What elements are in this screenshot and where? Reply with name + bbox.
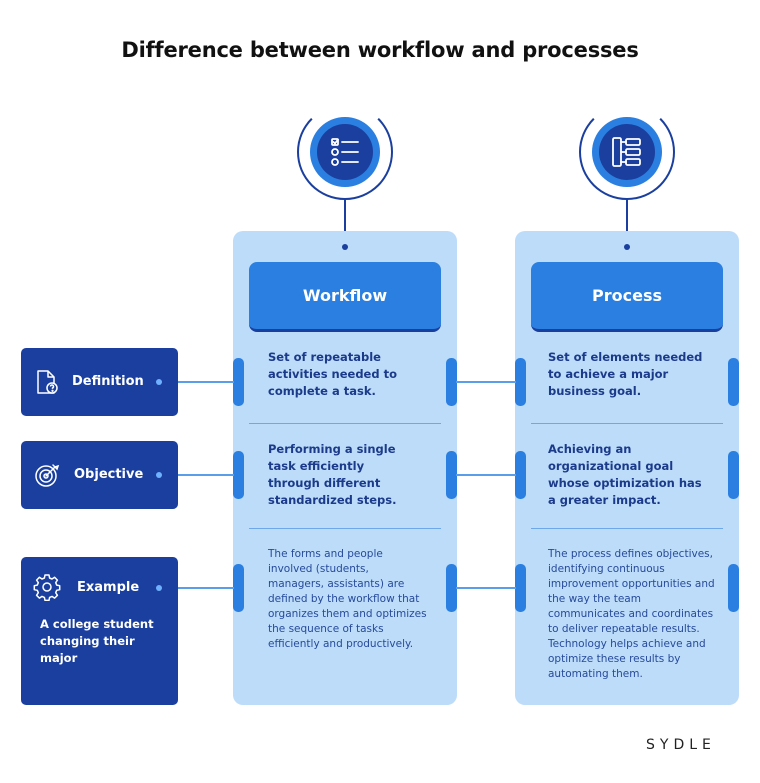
workflow-objective: Performing a single task efficiently thr… — [268, 442, 397, 507]
workflow-divider-2 — [249, 528, 441, 529]
workflow-tab-right-2 — [446, 451, 457, 499]
process-header: Process — [531, 262, 723, 332]
process-divider-1 — [531, 423, 723, 424]
process-objective: Achieving an organizational goal whose o… — [548, 442, 702, 507]
process-tab-right-1 — [728, 358, 739, 406]
workflow-tab-right-3 — [446, 564, 457, 612]
example-card: Example — [21, 557, 178, 705]
gear-icon — [33, 574, 61, 601]
workflow-tab-right-1 — [446, 358, 457, 406]
brand-logo: SYDLE — [646, 737, 716, 753]
process-icon-circle — [592, 117, 662, 187]
workflow-icon-circle — [310, 117, 380, 187]
process-example: The process defines objectives, identify… — [548, 548, 715, 680]
process-definition: Set of elements needed to achieve a majo… — [548, 350, 703, 398]
workflow-divider-1 — [249, 423, 441, 424]
objective-dot — [156, 472, 162, 478]
example-dot — [156, 585, 162, 591]
definition-card: Definition — [21, 348, 178, 416]
objective-card: Objective — [21, 441, 178, 509]
example-connector-mid — [456, 587, 516, 589]
definition-connector-left — [160, 381, 234, 383]
example-label: Example — [77, 580, 140, 595]
process-divider-2 — [531, 528, 723, 529]
workflow-tab-left-3 — [233, 564, 244, 612]
process-tab-right-2 — [728, 451, 739, 499]
hierarchy-icon — [612, 137, 641, 167]
checklist-icon — [331, 138, 359, 166]
objective-label: Objective — [74, 467, 144, 482]
workflow-dot — [342, 244, 348, 250]
process-tab-left-2 — [515, 451, 526, 499]
process-dot — [624, 244, 630, 250]
document-question-icon — [37, 370, 58, 394]
process-connector — [626, 198, 628, 232]
objective-connector-left — [160, 474, 234, 476]
example-connector-left — [160, 587, 234, 589]
workflow-definition: Set of repeatable activities needed to c… — [268, 350, 397, 398]
workflow-header: Workflow — [249, 262, 441, 332]
target-icon — [35, 464, 60, 487]
process-tab-right-3 — [728, 564, 739, 612]
page-title: Difference between workflow and processe… — [121, 38, 639, 62]
definition-dot — [156, 379, 162, 385]
workflow-tab-left-2 — [233, 451, 244, 499]
definition-connector-mid — [456, 381, 516, 383]
objective-connector-mid — [456, 474, 516, 476]
example-case: A college student changing their major — [40, 617, 154, 665]
workflow-example: The forms and people involved (students,… — [268, 548, 427, 650]
process-tab-left-3 — [515, 564, 526, 612]
process-tab-left-1 — [515, 358, 526, 406]
workflow-connector — [344, 198, 346, 232]
definition-label: Definition — [72, 374, 144, 389]
workflow-tab-left-1 — [233, 358, 244, 406]
